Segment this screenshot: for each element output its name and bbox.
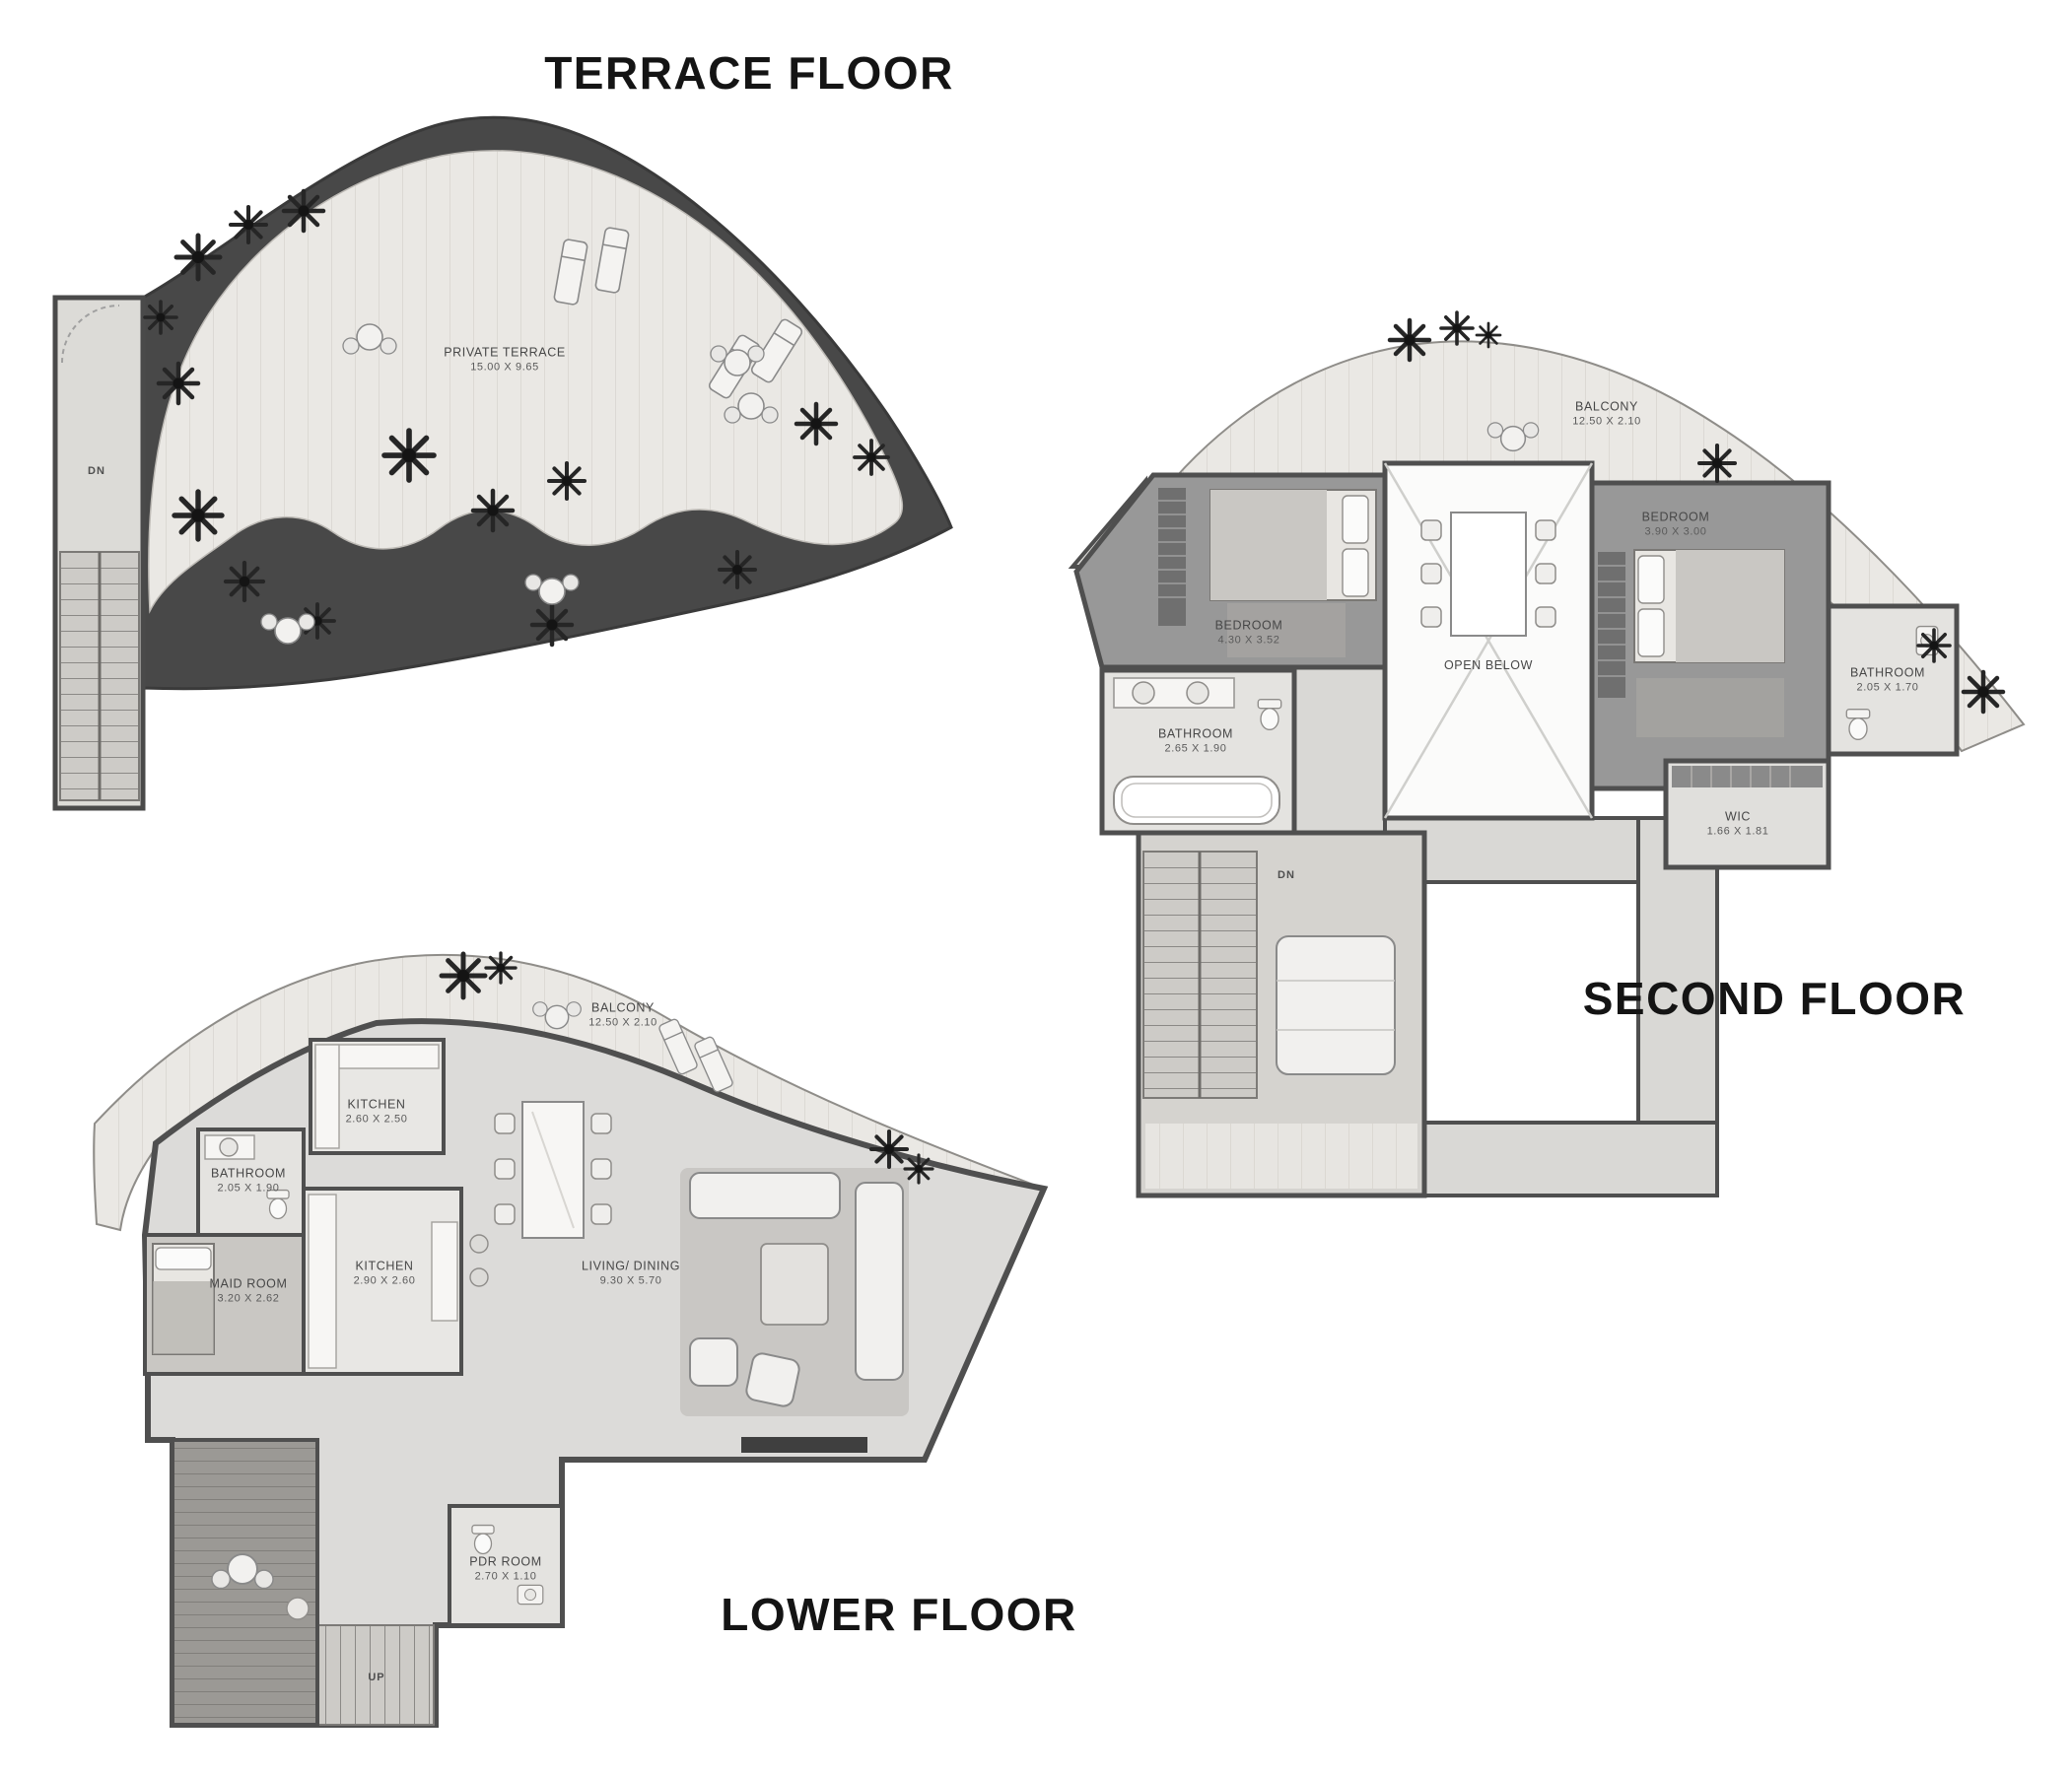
sink-icon [1132, 681, 1155, 705]
sink-icon [1186, 681, 1209, 705]
wardrobe-icon [1158, 488, 1186, 626]
bed-icon [1633, 549, 1785, 663]
stool-icon [469, 1234, 489, 1254]
door-swing-arc [61, 305, 120, 364]
stairs [316, 1624, 435, 1726]
wic-shelf [1672, 766, 1823, 787]
terrace-deck [148, 150, 904, 614]
lower-kitchen-top [309, 1038, 446, 1155]
second-bathroom-left [1099, 667, 1297, 836]
lower-kitchen-mid [302, 1187, 489, 1376]
counter [308, 1194, 337, 1369]
sofa-icon [689, 1172, 904, 1407]
second-open-below [1382, 460, 1595, 821]
terrace-floor-title: TERRACE FLOOR [544, 47, 954, 99]
terrace-floor-plan [52, 115, 953, 811]
second-bathroom-right [1826, 603, 1960, 757]
kitchen-island [431, 1221, 458, 1322]
stool-icon [469, 1267, 489, 1287]
sofa-icon [1276, 935, 1396, 1075]
wardrobe-icon [1598, 552, 1625, 698]
lower-maid-room [143, 1233, 306, 1376]
landing-wood [1145, 1124, 1417, 1189]
sink-icon [219, 1137, 239, 1157]
counter [314, 1044, 340, 1149]
lower-floor-plan [93, 951, 1049, 1728]
wardrobe-hangers [1158, 500, 1186, 598]
bed-icon [152, 1243, 215, 1355]
lower-floor-title: LOWER FLOOR [721, 1589, 1077, 1640]
tv-console-icon [741, 1437, 867, 1453]
rug [1636, 678, 1784, 737]
second-stairs-area [1142, 851, 1417, 1189]
second-floor-plan [1068, 310, 2026, 1198]
second-bedroom-left [1073, 472, 1388, 670]
sink-icon [517, 1584, 544, 1606]
dining-table-icon [494, 1101, 612, 1239]
lower-living-dining [494, 1101, 934, 1453]
bed-icon [1209, 489, 1377, 601]
second-floor-title: SECOND FLOOR [1582, 973, 1967, 1024]
second-bedroom-right [1589, 480, 1831, 791]
lower-deck [171, 1438, 319, 1727]
lower-stairs [316, 1624, 435, 1726]
side-table-icon [286, 1597, 310, 1620]
rug [1227, 603, 1346, 657]
second-wic [1663, 758, 1831, 870]
dining-table-icon [1420, 512, 1556, 637]
bathtub-icon [1113, 776, 1280, 825]
lower-bathroom [196, 1128, 306, 1237]
coffee-table-icon [760, 1243, 829, 1326]
lower-pdr-room [448, 1504, 564, 1627]
wardrobe-hangers [1598, 565, 1625, 677]
